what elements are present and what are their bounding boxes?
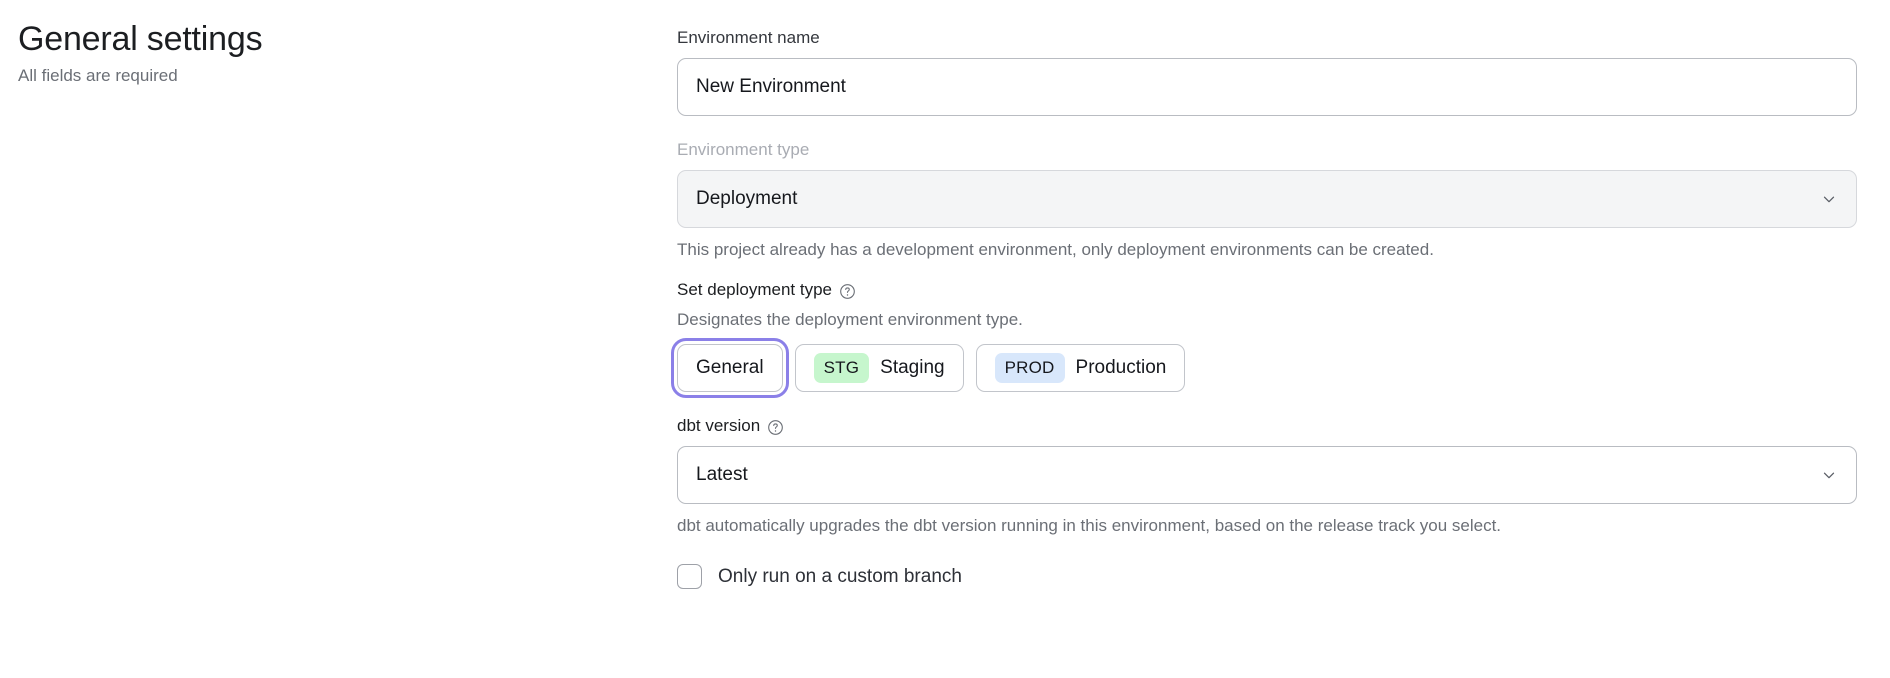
environment-name-value: New Environment [696, 76, 846, 97]
deployment-type-options: General STG Staging PROD Production [671, 338, 1858, 398]
spacer [677, 116, 1858, 138]
deployment-type-description: Designates the deployment environment ty… [677, 310, 1023, 329]
field-environment-type: Environment type Deployment This project… [677, 138, 1858, 262]
environment-name-input[interactable]: New Environment [677, 58, 1857, 116]
question-circle-icon[interactable] [839, 283, 856, 300]
deployment-type-label: Set deployment type [677, 278, 856, 302]
deployment-type-option-production[interactable]: PROD Production [975, 344, 1186, 392]
deployment-type-label-text: Set deployment type [677, 280, 832, 299]
chevron-down-icon [1820, 190, 1838, 208]
chevron-down-icon [1820, 466, 1838, 484]
deployment-type-option-general[interactable]: General [671, 338, 789, 398]
environment-type-value: Deployment [696, 188, 798, 209]
production-badge: PROD [994, 353, 1065, 383]
page-subtitle: All fields are required [18, 66, 178, 85]
dbt-version-label: dbt version [677, 414, 784, 438]
field-environment-name: Environment name New Environment [677, 26, 1858, 116]
custom-branch-row: Only run on a custom branch [677, 564, 1858, 589]
question-circle-icon[interactable] [767, 419, 784, 436]
settings-form-column: Environment name New Environment Environ… [671, 0, 1890, 589]
environment-type-help-text: This project already has a development e… [677, 240, 1434, 259]
environment-type-label: Environment type [677, 140, 810, 159]
dbt-version-value: Latest [696, 464, 748, 485]
deployment-type-option-staging[interactable]: STG Staging [794, 344, 964, 392]
deployment-type-option-production-label: Production [1075, 357, 1167, 378]
field-dbt-version: dbt version Latest dbt automatica [677, 414, 1858, 538]
environment-name-label: Environment name [677, 28, 820, 47]
dbt-version-select[interactable]: Latest [677, 446, 1857, 504]
spacer [677, 392, 1858, 414]
deployment-type-option-staging-label: Staging [880, 357, 945, 378]
dbt-version-label-text: dbt version [677, 416, 761, 435]
field-deployment-type: Set deployment type Designates the deplo… [671, 278, 1858, 398]
page-title: General settings [18, 20, 263, 58]
custom-branch-checkbox[interactable] [677, 564, 702, 589]
custom-branch-label[interactable]: Only run on a custom branch [718, 565, 962, 587]
spacer [677, 262, 1858, 278]
dbt-version-help-text: dbt automatically upgrades the dbt versi… [677, 516, 1502, 535]
settings-header-column: General settings All fields are required [0, 0, 677, 88]
environment-type-select[interactable]: Deployment [677, 170, 1857, 228]
deployment-type-option-general-label: General [696, 357, 764, 378]
staging-badge: STG [813, 353, 870, 383]
